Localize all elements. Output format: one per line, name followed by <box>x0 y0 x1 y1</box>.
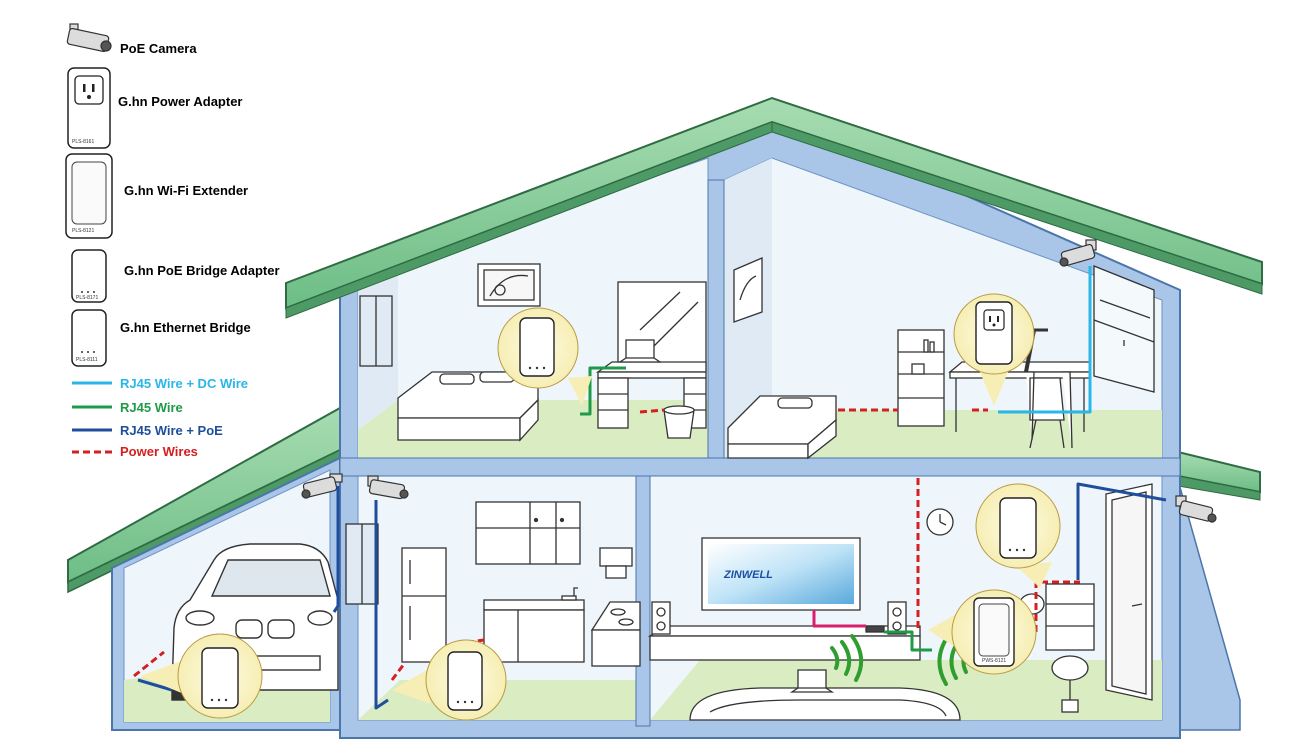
device-code-wifi-extender: PLS-8121 <box>72 228 94 234</box>
camera-upper-right <box>1059 239 1097 267</box>
range-hood <box>599 547 633 567</box>
refrigerator <box>401 547 447 663</box>
legend-wifi-extender-icon: PLS-8121 <box>65 153 113 239</box>
rj45-poe-wire-garage-2 <box>137 678 173 692</box>
device-ethernet-bridge-upper <box>519 317 555 377</box>
bookshelf <box>897 329 945 427</box>
set-top-box <box>865 625 885 633</box>
upper-left-furniture <box>359 263 707 442</box>
callout-upper-left <box>497 307 592 406</box>
legend-power-wires: Power Wires <box>120 444 198 459</box>
wall-cabinet <box>475 501 581 565</box>
legend-wifi-extender: G.hn Wi-Fi Extender <box>124 183 248 198</box>
legend: PoE Camera PLS-8161 G.hn Power Adapter P… <box>65 41 280 459</box>
rj45-poe-wire-kitchen <box>374 500 389 710</box>
kitchen-counter <box>483 599 585 611</box>
camera-kitchen <box>367 475 409 500</box>
legend-power-adapter-icon: PLS-8161 <box>67 67 111 149</box>
rj45-poe-wire-garage <box>332 486 340 613</box>
living-furniture <box>647 483 1153 721</box>
rj45-wire-living <box>884 630 932 652</box>
device-code-living: PWS-8121 <box>982 658 1006 664</box>
legend-poe-bridge: G.hn PoE Bridge Adapter <box>124 263 280 278</box>
callout-living-bottom: PWS-8121 <box>928 589 1037 675</box>
power-wire-garage <box>133 650 165 678</box>
side-shelf <box>1045 583 1095 651</box>
device-code-ethernet-bridge: PLS-8111 <box>76 357 98 363</box>
callout-living-top <box>975 483 1061 588</box>
kitchen-furniture <box>345 501 641 667</box>
legend-poe-camera: PoE Camera <box>120 41 197 56</box>
device-code-power-adapter: PLS-8161 <box>72 139 94 145</box>
camera-exterior-right <box>1175 495 1217 523</box>
rj45-poe-wire-living <box>1076 482 1167 580</box>
device-poe-bridge-kitchen <box>447 651 483 711</box>
laptop-upper <box>625 339 655 361</box>
callout-upper-right <box>953 293 1035 406</box>
tv-brand: ZINWELL <box>723 569 773 581</box>
rj45-wire-upper <box>580 366 626 416</box>
legend-rj45-poe: RJ45 Wire + PoE <box>120 423 223 438</box>
callout-kitchen <box>392 639 507 721</box>
camera-legend <box>66 23 112 53</box>
device-poe-bridge-garage <box>201 647 239 709</box>
plant <box>1051 655 1089 681</box>
legend-rj45: RJ45 Wire <box>120 400 183 415</box>
device-poe-bridge-living <box>999 497 1037 559</box>
legend-ethernet-bridge: G.hn Ethernet Bridge <box>120 320 251 335</box>
window-upper-right <box>1093 265 1155 393</box>
wifi-waves-left <box>830 634 864 682</box>
rj45-dc-wire <box>998 266 1092 414</box>
upper-right-furniture <box>727 257 1155 460</box>
legend-rj45-dc: RJ45 Wire + DC Wire <box>120 376 248 391</box>
chair <box>1026 371 1073 449</box>
wall-picture-right <box>733 257 763 323</box>
sofa <box>689 687 961 721</box>
power-wire-kitchen-2 <box>390 663 406 681</box>
laptop-living <box>797 669 827 691</box>
hdmi-wire <box>812 610 866 628</box>
callout-garage <box>140 633 263 719</box>
legend-poe-bridge-icon: PLS-8171 <box>71 249 107 303</box>
power-wire-upper-left <box>639 408 665 414</box>
legend-power-adapter: G.hn Power Adapter <box>118 94 242 109</box>
camera-garage <box>301 473 343 499</box>
device-code-poe-bridge: PLS-8171 <box>76 295 98 301</box>
legend-ethernet-bridge-icon: PLS-8111 <box>71 309 107 367</box>
